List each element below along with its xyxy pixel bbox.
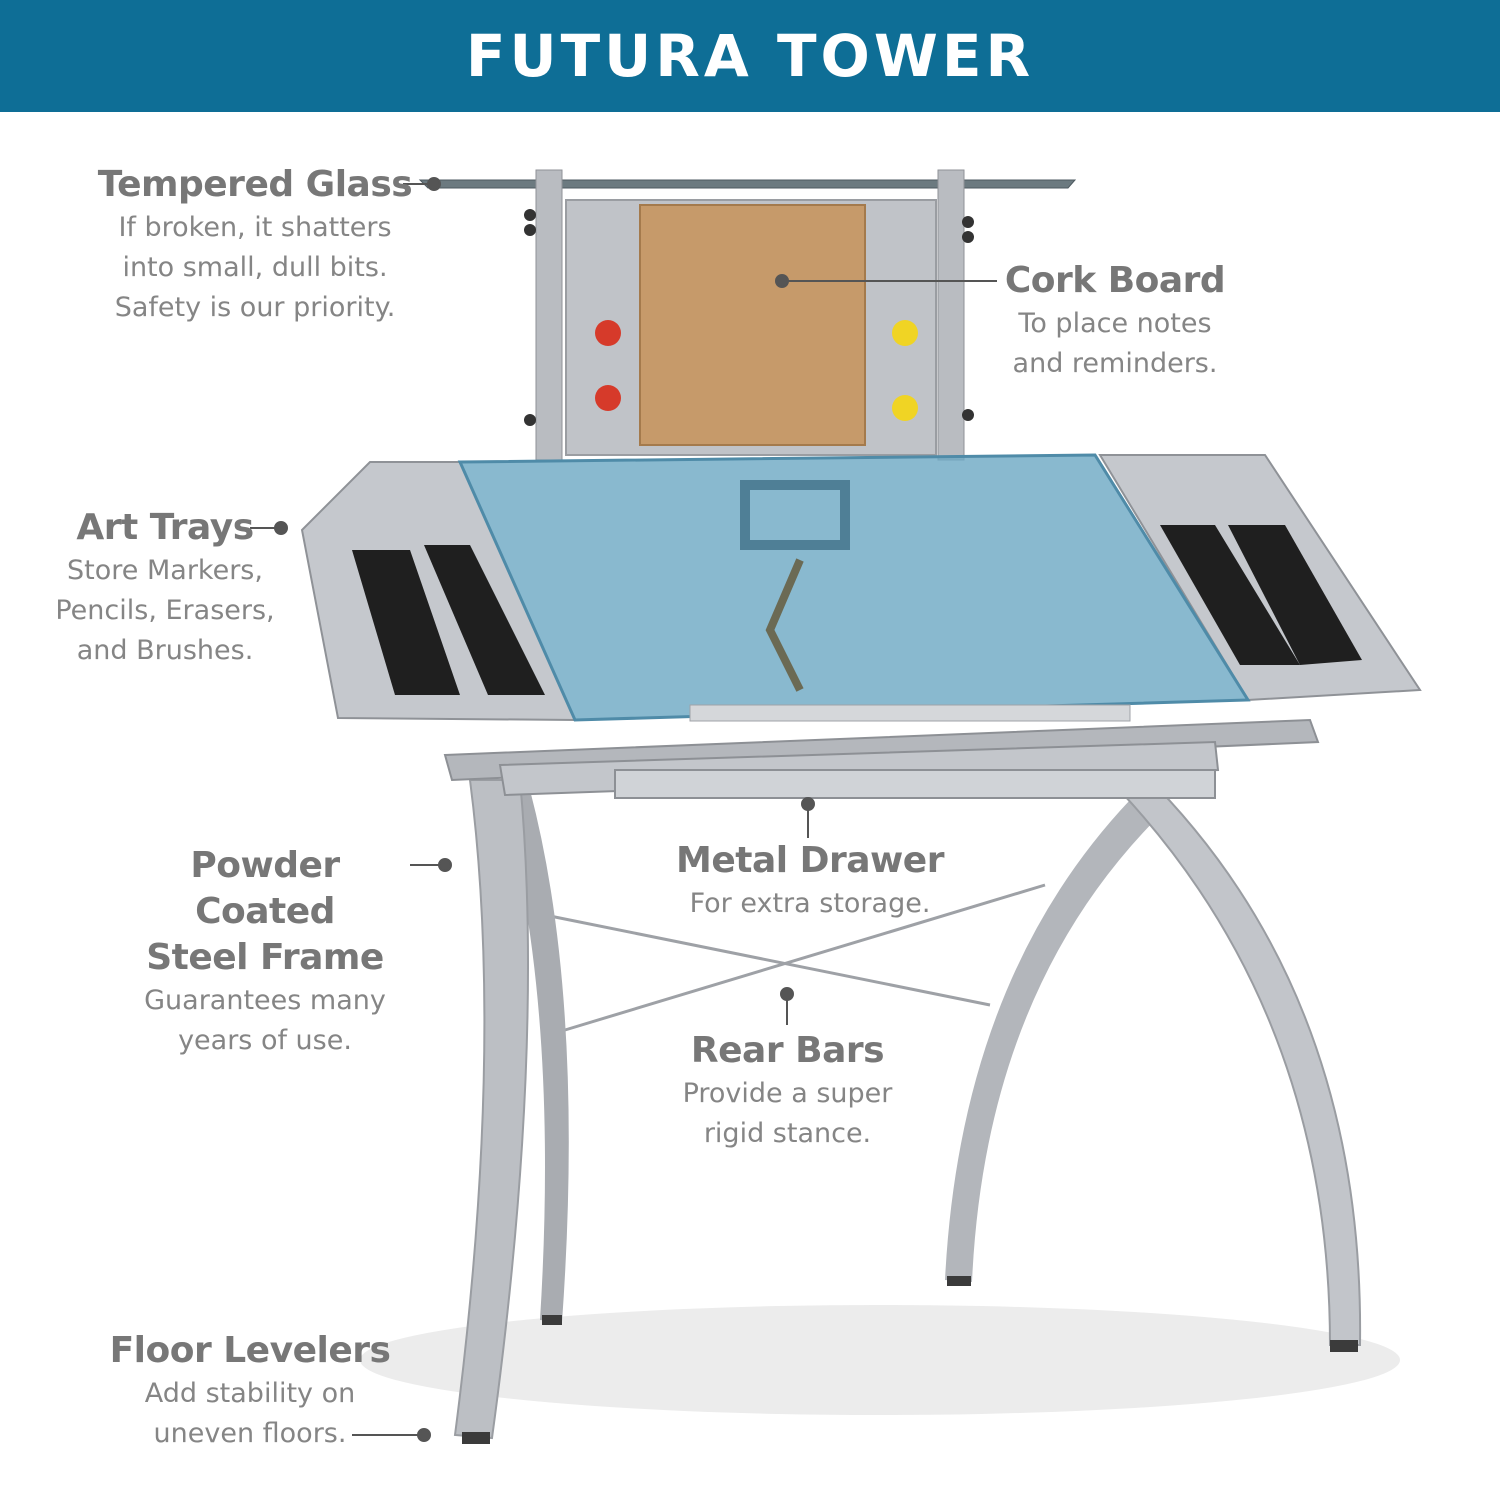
connector-dot (427, 177, 441, 191)
knob (962, 231, 974, 243)
art-tray-left-slot (352, 550, 460, 695)
art-tray-right-slot (1228, 525, 1362, 665)
callout-powder-coated-frame: Powder Coated Steel Frame Guarantees man… (115, 843, 415, 1061)
foot-left-front (462, 1432, 490, 1444)
drawer-front (614, 769, 1216, 799)
blue-glass-top (457, 453, 1251, 722)
header-banner: FUTURA TOWER (0, 0, 1500, 112)
page-title: FUTURA TOWER (465, 22, 1035, 90)
desk-illustration (300, 169, 1422, 1444)
foot-left-back (542, 1315, 562, 1325)
callout-art-trays: Art Trays Store Markers, Pencils, Eraser… (45, 505, 285, 671)
callout-cork-board: Cork Board To place notes and reminders. (990, 258, 1240, 384)
connector-dot (780, 987, 794, 1001)
connector-dot (438, 858, 452, 872)
callout-title: Floor Levelers (109, 1330, 391, 1371)
cork-board (639, 204, 866, 446)
pencil-ledge (689, 704, 1131, 722)
callout-floor-levelers: Floor Levelers Add stability on uneven f… (105, 1328, 395, 1454)
art-tray-right-cups (1160, 525, 1300, 665)
connector-dot (274, 521, 288, 535)
callout-title: Tempered Glass (97, 164, 413, 205)
callout-desc: To place notes and reminders. (1012, 308, 1218, 379)
glass-support-arm (740, 480, 850, 550)
callout-title: Cork Board (1004, 260, 1226, 301)
callout-rear-bars: Rear Bars Provide a super rigid stance. (660, 1028, 915, 1154)
rear-bar-left (544, 913, 991, 1007)
connector-dot (801, 797, 815, 811)
connector-dot (775, 274, 789, 288)
callout-desc: Guarantees many years of use. (144, 985, 386, 1056)
magnet-red (595, 385, 621, 411)
front-leg-right (1097, 769, 1362, 1346)
front-leg-left (453, 779, 529, 1440)
rear-bar-right (564, 883, 1046, 1032)
callout-tempered-glass: Tempered Glass If broken, it shatters in… (90, 162, 420, 328)
callout-desc: Provide a super rigid stance. (682, 1078, 893, 1149)
callout-desc: If broken, it shatters into small, dull … (114, 212, 396, 323)
callout-title: Rear Bars (690, 1030, 885, 1071)
back-leg-right (945, 800, 1160, 1282)
connector-dot (417, 1428, 431, 1442)
magnet-yellow (892, 320, 918, 346)
callout-title: Metal Drawer (676, 840, 944, 881)
magnet-yellow (892, 395, 918, 421)
knob (524, 209, 536, 221)
callout-desc: Store Markers, Pencils, Erasers, and Bru… (55, 555, 275, 666)
magnet-red (595, 320, 621, 346)
callout-title: Powder Coated Steel Frame (146, 845, 384, 978)
foot-right-back (947, 1276, 971, 1286)
callout-desc: Add stability on uneven floors. (144, 1378, 356, 1449)
glass-support-hinge (765, 558, 804, 692)
upright-post-left (535, 169, 563, 461)
callout-desc: For extra storage. (689, 888, 931, 919)
back-leg-left (500, 790, 569, 1322)
knob (524, 414, 536, 426)
knob (962, 409, 974, 421)
art-tray-left-cups (424, 545, 545, 695)
knob (524, 224, 536, 236)
floor-shadow (360, 1305, 1400, 1415)
callout-title: Art Trays (76, 507, 254, 548)
knob (962, 216, 974, 228)
foot-right-front (1330, 1340, 1358, 1352)
callout-metal-drawer: Metal Drawer For extra storage. (665, 838, 955, 924)
tempered-glass-shelf (418, 179, 1077, 189)
